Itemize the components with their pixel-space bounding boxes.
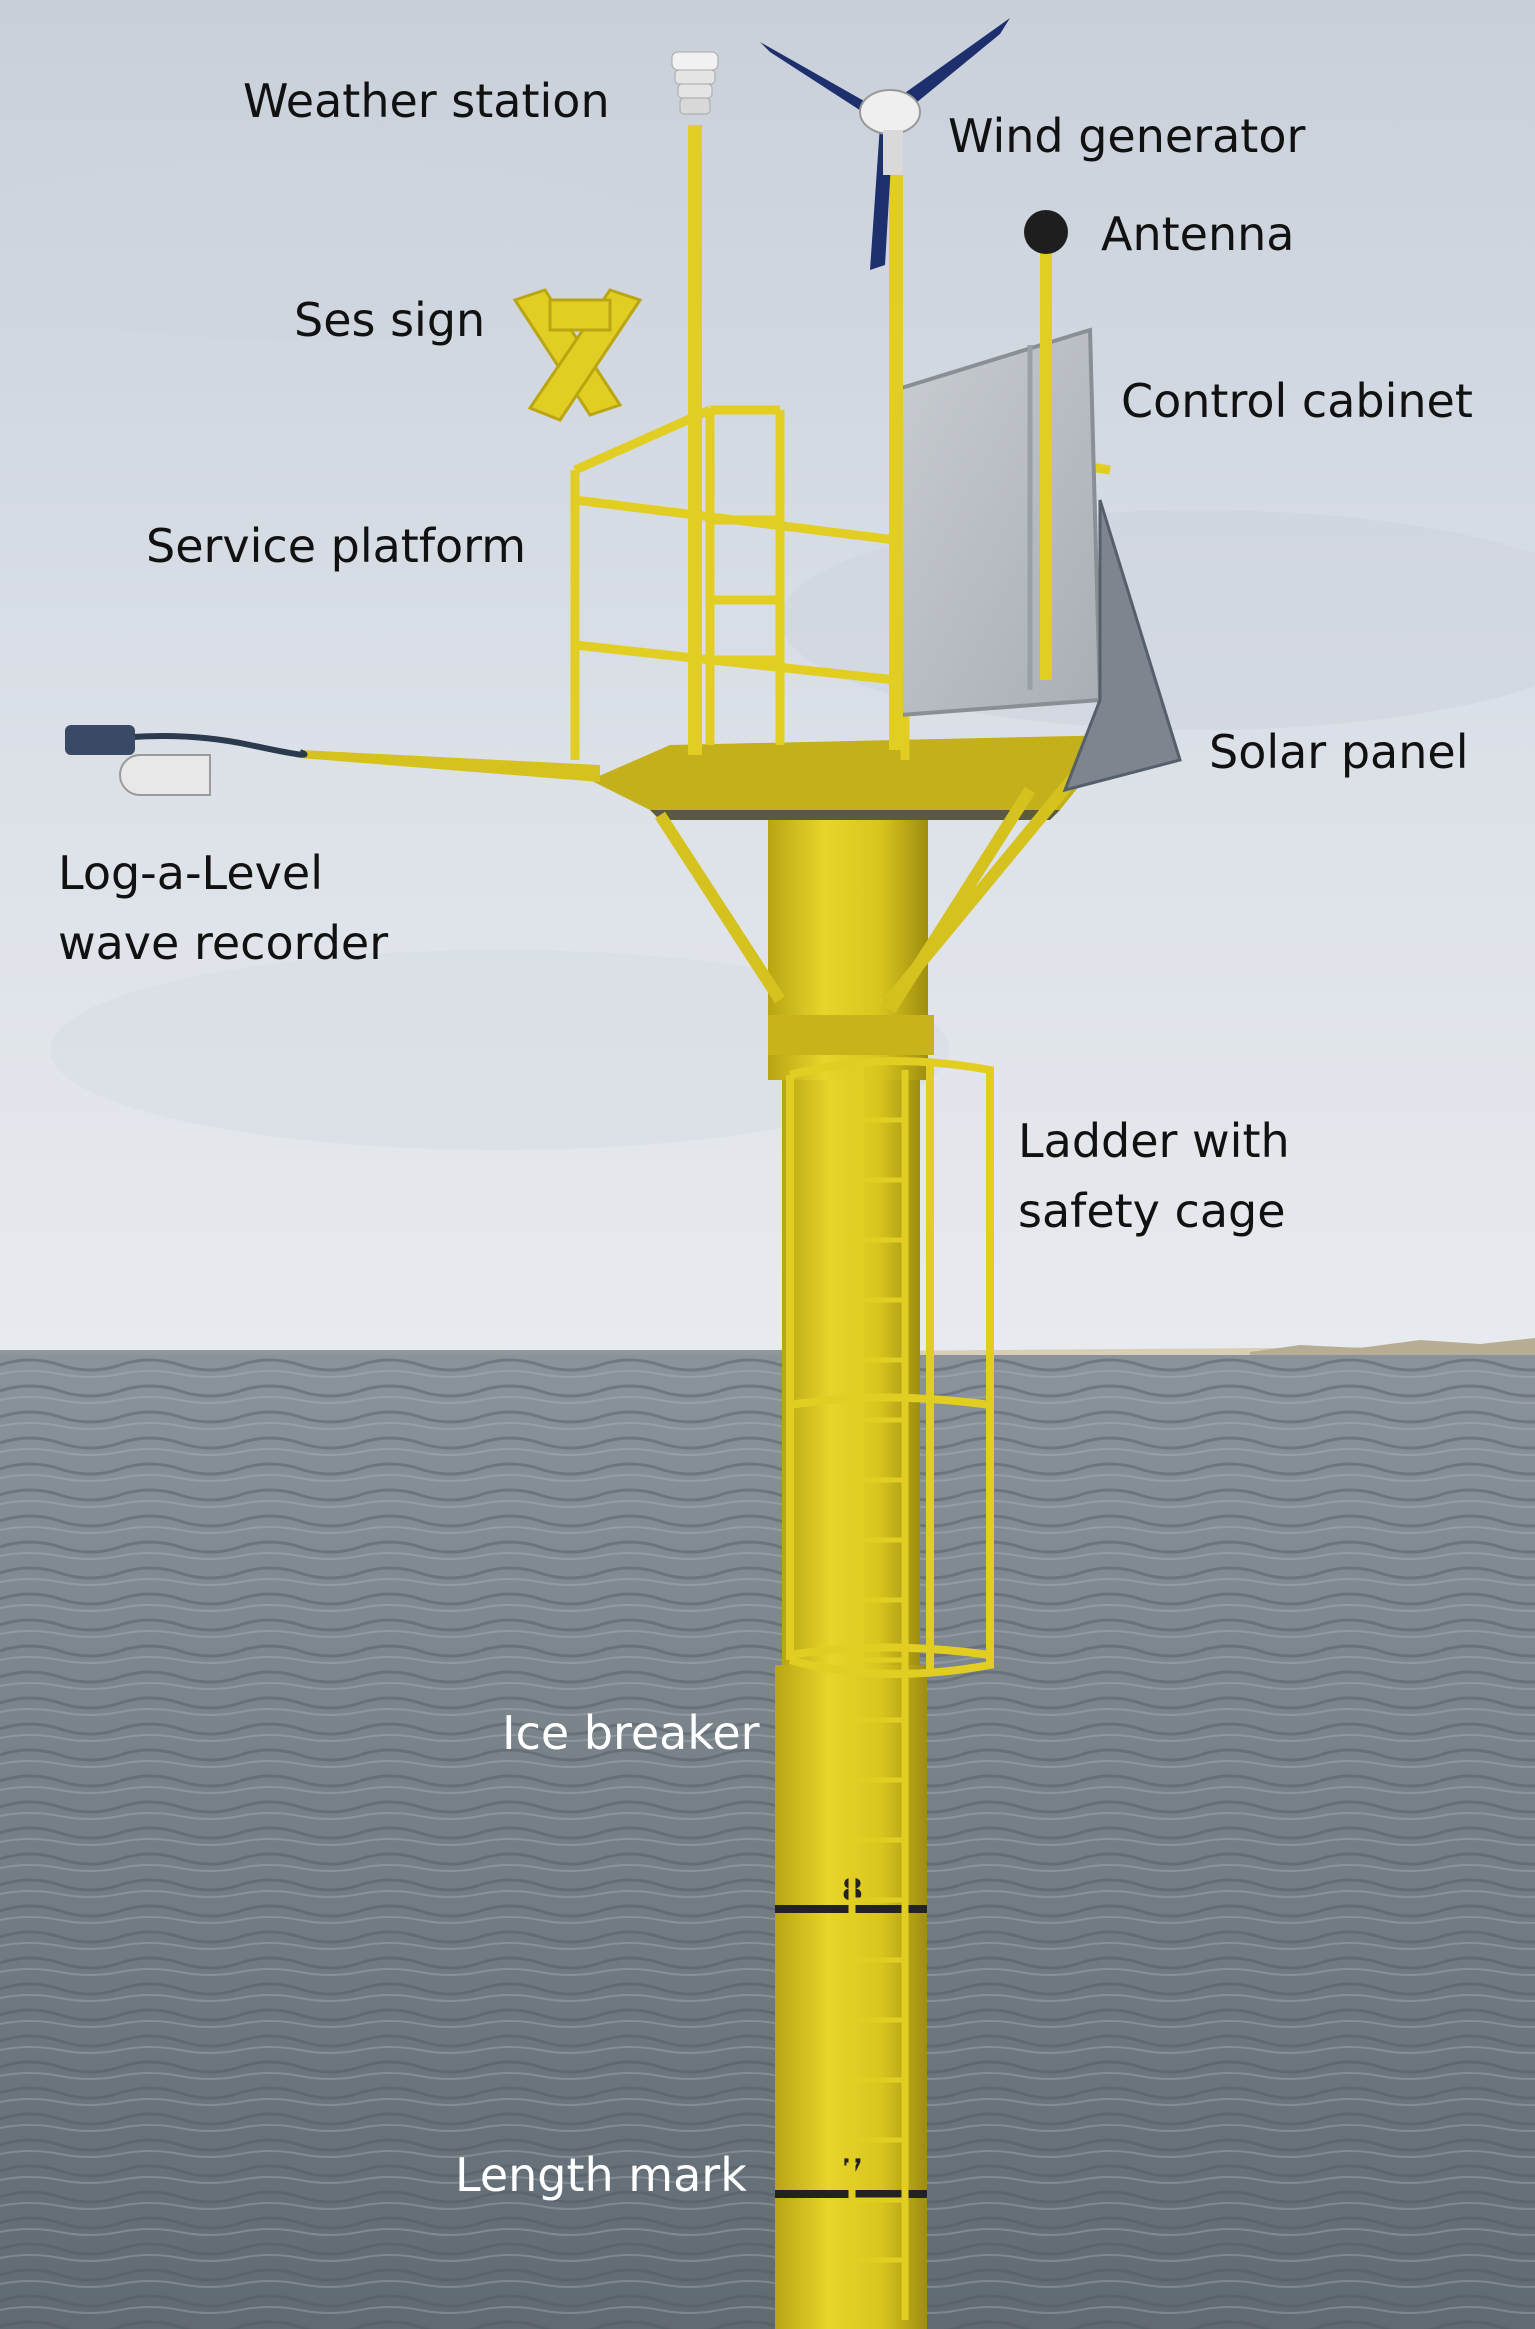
dunes (1250, 1338, 1535, 1358)
control-cabinet (892, 327, 1103, 718)
cloud (50, 950, 950, 1150)
water-waves (0, 1355, 1535, 2329)
label-control-cabinet: Control cabinet (1121, 374, 1473, 428)
label-service-platform: Service platform (146, 519, 527, 573)
log-a-level-sensor (65, 725, 135, 755)
label-log-a-level: Log-a-Level wave recorder (58, 838, 388, 978)
label-wind-generator: Wind generator (948, 109, 1306, 163)
antenna-mast (1040, 250, 1052, 680)
platform-underside (650, 810, 1060, 820)
pole-collar (768, 1015, 934, 1055)
log-a-level-housing (119, 754, 211, 796)
weather-mast (688, 125, 702, 755)
label-log-a-level-line2: wave recorder (58, 916, 389, 970)
cloud (0, 160, 680, 340)
label-ice-breaker: Ice breaker (502, 1706, 760, 1760)
wind-mast (889, 170, 903, 750)
label-antenna: Antenna (1101, 207, 1295, 261)
wind-generator (760, 18, 1010, 270)
label-ladder-line1: Ladder with (1018, 1114, 1290, 1168)
label-ladder-line2: safety cage (1018, 1184, 1286, 1238)
label-log-a-level-line1: Log-a-Level (58, 846, 323, 900)
horizon-line (0, 1350, 800, 1355)
solar-panel (1062, 499, 1182, 793)
platform-braces (654, 766, 1085, 1014)
ses-sign (512, 288, 643, 422)
wave-recorder-boom (300, 750, 600, 782)
label-solar-panel: Solar panel (1209, 725, 1469, 779)
boom-cable (99, 733, 308, 758)
service-platform-deck (590, 735, 1120, 810)
label-ses-sign: Ses sign (294, 293, 486, 347)
weather-station (671, 51, 719, 115)
label-length-mark: Length mark (455, 2148, 747, 2202)
label-ladder-with-safety-cage: Ladder with safety cage (1018, 1106, 1290, 1246)
safety-cage (786, 1057, 994, 1678)
antenna (1024, 210, 1068, 254)
label-weather-station: Weather station (243, 74, 610, 128)
